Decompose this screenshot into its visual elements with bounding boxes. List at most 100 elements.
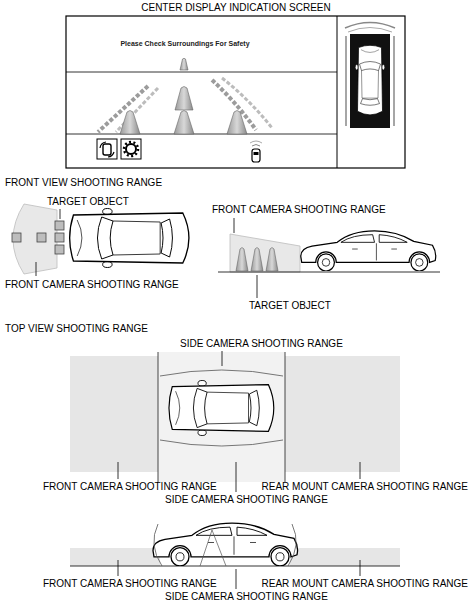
range-label: SIDE CAMERA SHOOTING RANGE [165,591,328,603]
label-anchor: SIDE CAMERA SHOOTING RANGE [180,338,343,350]
top-view-panel [393,36,395,126]
top-view-plan [169,380,274,435]
leader-line [234,218,235,233]
label-anchor: SIDE CAMERA SHOOTING RANGE [165,494,328,506]
label-anchor: FRONT CAMERA SHOOTING RANGE [43,481,217,493]
part-label: TARGET OBJECT [249,300,331,312]
label-anchor: FRONT CAMERA SHOOTING RANGE [43,578,217,590]
display-screen [66,16,405,168]
top-view-panel [345,23,395,129]
top-view-panel [348,28,392,33]
display-screen [66,72,337,73]
section-heading: TOP VIEW SHOOTING RANGE [5,323,148,335]
figure-heading: CENTER DISPLAY INDICATION SCREEN [141,2,330,14]
range-label: FRONT CAMERA SHOOTING RANGE [43,578,217,590]
label-anchor: SIDE CAMERA SHOOTING RANGE [165,591,328,603]
screen-icons [124,142,138,156]
screen-icons [97,139,117,159]
screen-icons [250,141,262,143]
target-object [55,233,64,242]
range-label: SIDE CAMERA SHOOTING RANGE [180,338,343,350]
screen-icons [252,149,260,162]
top-view-side [70,566,400,567]
leader-line [36,209,60,276]
leader-line [118,351,360,492]
top-view-side [153,523,298,566]
top-view-plan [70,356,158,472]
label-anchor: REAR MOUNT CAMERA SHOOTING RANGE [261,578,468,590]
label-anchor: FRONT VIEW SHOOTING RANGE [5,177,162,189]
label-anchor: Please Check Surroundings For Safety [120,40,249,48]
top-view-panel [350,34,390,128]
leader-line [60,209,61,219]
top-view-panel [345,36,347,126]
range-label: REAR MOUNT CAMERA SHOOTING RANGE [261,481,468,493]
screen-icons [97,139,262,162]
top-view-plan [160,440,283,446]
screen-icons [100,142,114,157]
top-view-side [288,524,296,566]
range-label: FRONT CAMERA SHOOTING RANGE [43,481,217,493]
front-view-side [218,272,440,273]
top-view-plan [70,351,400,492]
part-label: TARGET OBJECT [47,196,129,208]
leader-line [257,275,258,298]
top-view-plan [285,356,400,472]
traffic-cone [120,58,247,134]
label-anchor: CENTER DISPLAY INDICATION SCREEN [141,2,330,14]
traffic-cone [266,248,278,272]
traffic-cone [120,111,140,135]
top-view-side [70,548,160,566]
traffic-cone [175,87,193,111]
range-label: SIDE CAMERA SHOOTING RANGE [165,494,328,506]
front-view-plan [13,204,57,274]
leader-line [36,262,37,276]
top-view-side [154,524,162,566]
leader-line [118,462,119,479]
range-label: FRONT CAMERA SHOOTING RANGE [212,204,386,216]
label-anchor: FRONT CAMERA SHOOTING RANGE [212,204,386,216]
top-view-plan [285,352,286,482]
section-heading: FRONT VIEW SHOOTING RANGE [5,177,162,189]
display-screen [66,16,405,168]
top-view-plan [160,370,283,376]
top-view-plan [158,352,285,482]
range-label: REAR MOUNT CAMERA SHOOTING RANGE [261,578,468,590]
guide-lines [222,78,272,128]
screen-icons [254,152,259,155]
label-anchor: REAR MOUNT CAMERA SHOOTING RANGE [261,481,468,493]
front-view-plan [70,209,189,268]
traffic-cone [236,248,278,272]
target-object [12,233,21,242]
traffic-cone [251,248,263,272]
screen-icons [252,145,260,147]
screen-icons [121,139,141,159]
top-view-panel [355,45,385,115]
display-screen [66,134,337,135]
screen-icons [103,144,111,155]
traffic-cone [236,248,248,272]
screen-icons [126,144,136,154]
label-anchor: FRONT CAMERA SHOOTING RANGE [5,279,179,291]
front-view-side [301,231,436,271]
top-view-side [200,530,226,566]
label-anchor: TARGET OBJECT [249,300,331,312]
leader-line [360,462,361,479]
target-object [55,221,64,230]
leader-line [360,560,361,576]
target-object [37,233,46,242]
top-view-plan [158,352,159,482]
leader-line [118,560,119,576]
screen-message: Please Check Surroundings For Safety [120,40,249,48]
display-screen [337,16,338,168]
leader-line [236,569,237,589]
front-view-side [218,218,440,298]
leader-line [222,351,223,366]
label-anchor: TARGET OBJECT [47,196,129,208]
label-anchor: TOP VIEW SHOOTING RANGE [5,323,148,335]
target-object [55,245,64,254]
traffic-cone [227,111,247,135]
traffic-cone [180,58,188,70]
